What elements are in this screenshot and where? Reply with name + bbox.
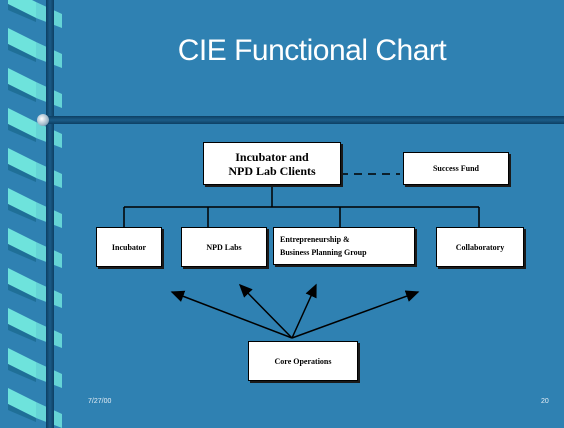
footer-page-number: 20 — [541, 398, 549, 405]
ribbon-fold-light — [8, 28, 36, 58]
ribbon-fold-light — [8, 108, 36, 138]
ribbon-fold-shadow — [8, 124, 36, 142]
ribbon-fold-shadow — [8, 84, 36, 102]
footer-date: 7/27/00 — [88, 398, 112, 405]
node-collaboratory-label: Collaboratory — [455, 242, 505, 252]
ribbon-fold-light — [8, 348, 36, 378]
ribbon-fold-shadow — [8, 364, 36, 382]
ribbon-fold-light — [8, 0, 36, 18]
ribbon-fold-shadow — [8, 284, 36, 302]
node-entrepreneurship: Entrepreneurship & Business Planning Gro… — [273, 227, 415, 265]
ribbon-fold-light — [8, 268, 36, 298]
node-incubator: Incubator — [96, 227, 162, 267]
arrow-3 — [291, 283, 317, 339]
ribbon-fold-light — [8, 188, 36, 218]
node-npd-labs: NPD Labs — [181, 227, 267, 267]
node-collaboratory: Collaboratory — [436, 227, 524, 267]
node-core-operations: Core Operations — [248, 341, 358, 381]
ribbon-fold-shadow — [8, 204, 36, 222]
arrow-2 — [238, 283, 293, 339]
ribbon-fold-light — [8, 388, 36, 418]
arrow-4 — [291, 290, 420, 339]
ribbon-fold-light — [8, 148, 36, 178]
node-clients-line2: NPD Lab Clients — [228, 163, 316, 178]
ribbon-fold-shadow — [8, 244, 36, 262]
ribbon-fold-shadow — [8, 44, 36, 62]
node-clients: Incubator and NPD Lab Clients — [203, 142, 341, 185]
bar-knob — [37, 114, 49, 126]
ribbon-fold-shadow — [8, 404, 36, 422]
node-core-operations-label: Core Operations — [274, 356, 332, 366]
node-npd-labs-label: NPD Labs — [206, 242, 242, 252]
vertical-bar — [46, 0, 54, 428]
ribbon-fold-light — [8, 308, 36, 338]
ribbon-fold-light — [8, 68, 36, 98]
arrow-1 — [170, 290, 293, 339]
ribbon-fold-shadow — [8, 324, 36, 342]
node-success-fund-label: Success Fund — [432, 164, 479, 173]
ribbon-fold-shadow — [8, 4, 36, 22]
node-entrepreneurship-line2: Business Planning Group — [280, 248, 367, 257]
slide-title: CIE Functional Chart — [177, 34, 447, 67]
node-entrepreneurship-line1: Entrepreneurship & — [280, 235, 350, 244]
horizontal-bar — [40, 116, 564, 124]
node-clients-line1: Incubator and — [235, 149, 309, 164]
node-success-fund: Success Fund — [403, 152, 509, 185]
ribbon-fold-shadow — [8, 164, 36, 182]
ribbon-fold-light — [8, 228, 36, 258]
node-incubator-label: Incubator — [111, 242, 147, 252]
